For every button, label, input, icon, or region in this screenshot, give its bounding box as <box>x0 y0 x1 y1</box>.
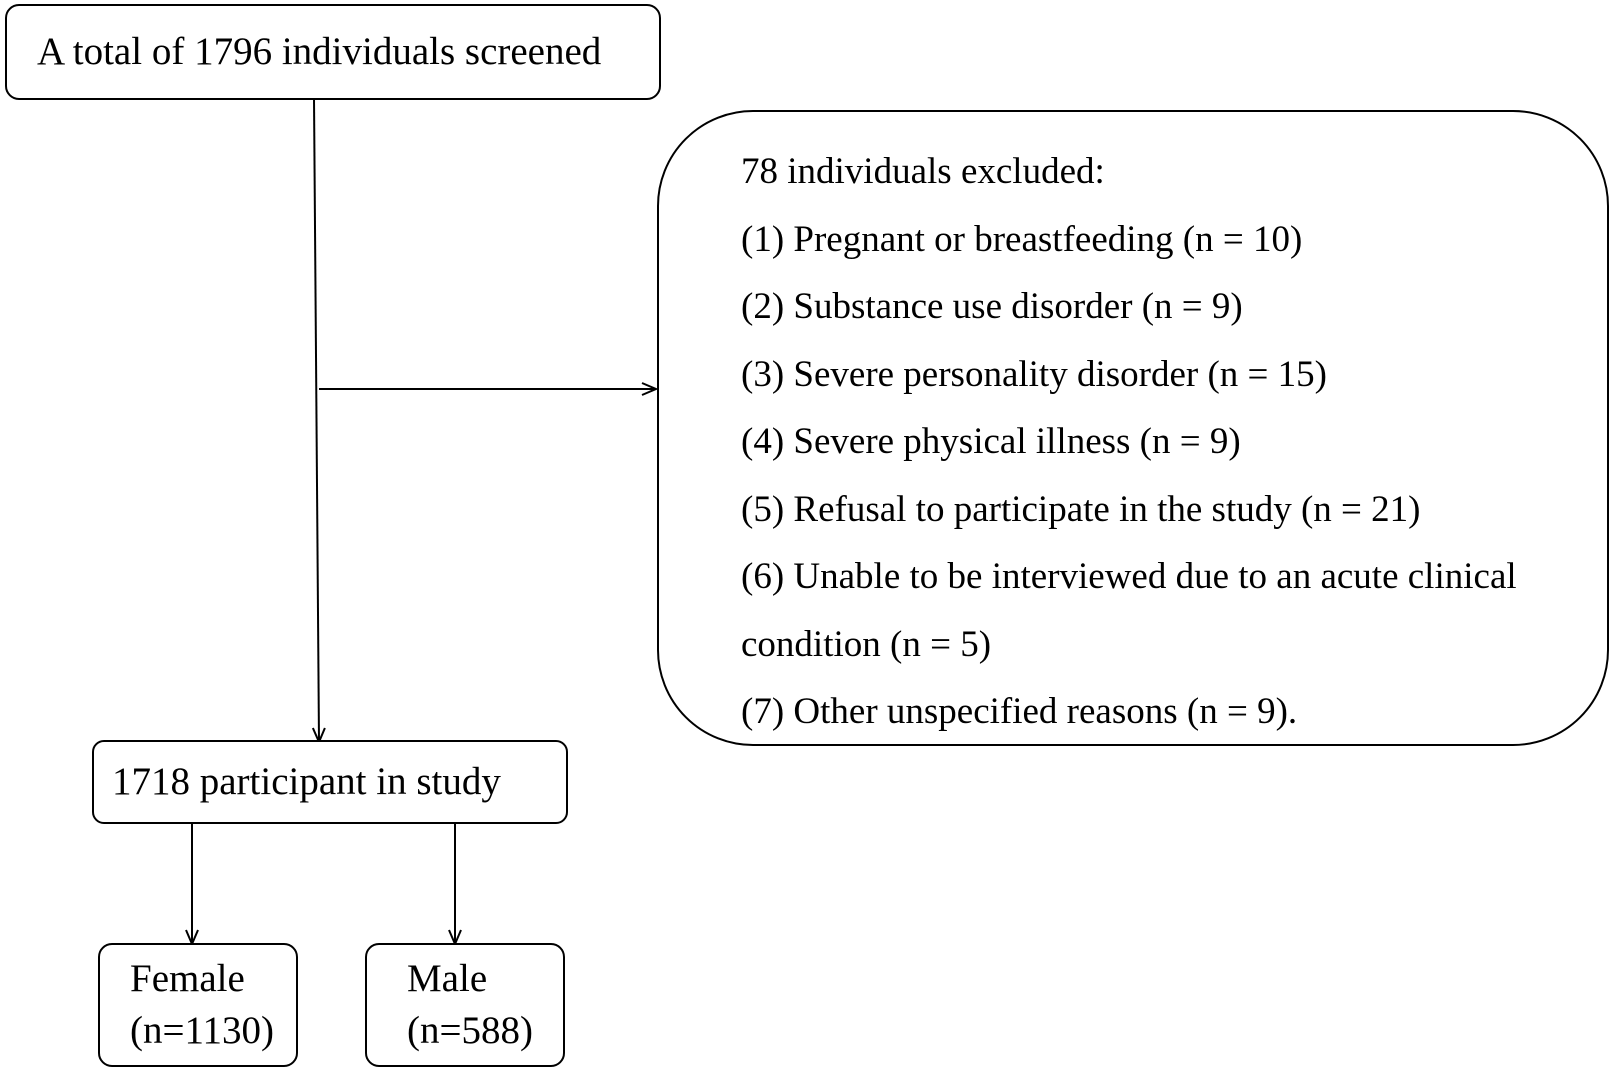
participants-text: 1718 participant in study <box>112 760 501 803</box>
participants-box: 1718 participant in study <box>92 740 568 824</box>
exclusion-reason: (6) Unable to be interviewed due to an a… <box>741 556 1517 597</box>
female-label: Female <box>130 957 245 1000</box>
exclusion-reason-continued: condition (n = 5) <box>741 623 992 665</box>
male-count: (n=588) <box>407 1009 533 1052</box>
screened-text: A total of 1796 individuals screened <box>37 30 602 73</box>
exclusion-reason: (7) Other unspecified reasons (n = 9). <box>741 691 1298 732</box>
excluded-box: 78 individuals excluded: (1) Pregnant or… <box>657 110 1609 746</box>
male-box: Male (n=588) <box>365 943 565 1067</box>
female-count: (n=1130) <box>130 1009 275 1052</box>
arrow-screened-to-participants <box>314 97 319 742</box>
excluded-title: 78 individuals excluded: <box>741 151 1105 192</box>
exclusion-reason: (1) Pregnant or breastfeeding (n = 10) <box>741 218 1303 260</box>
exclusion-reason: (5) Refusal to participate in the study … <box>741 488 1421 530</box>
male-label: Male <box>407 957 488 1000</box>
exclusion-reason: (4) Severe physical illness (n = 9) <box>741 421 1241 462</box>
exclusion-reason: (3) Severe personality disorder (n = 15) <box>741 353 1327 395</box>
exclusion-reason: (2) Substance use disorder (n = 9) <box>741 286 1243 327</box>
female-box: Female (n=1130) <box>98 943 298 1067</box>
screened-box: A total of 1796 individuals screened <box>5 4 661 100</box>
